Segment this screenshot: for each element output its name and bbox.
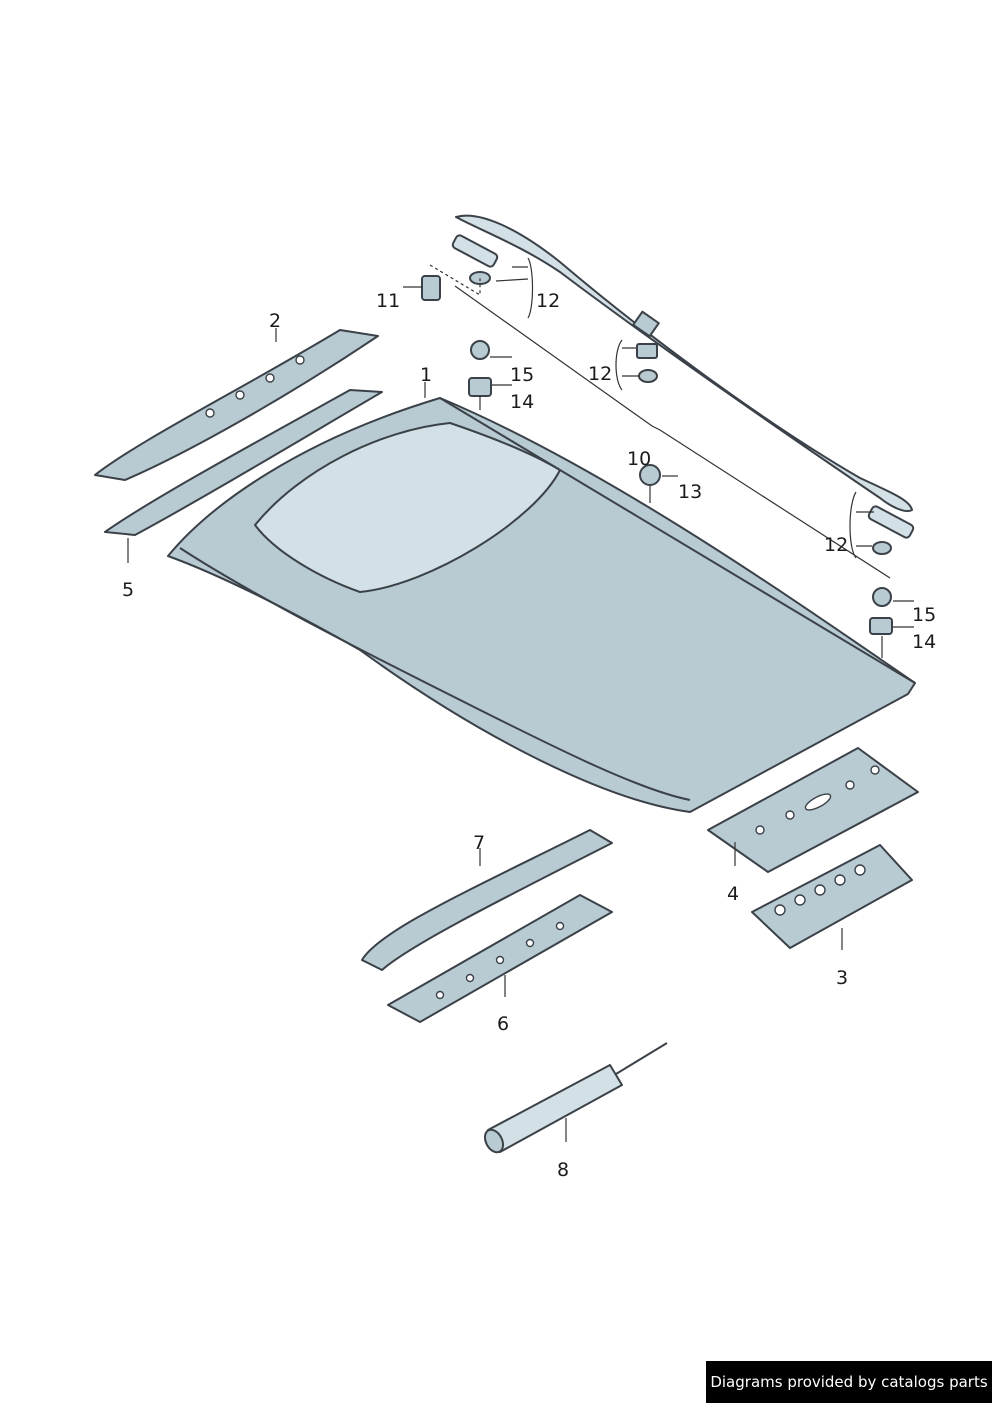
callout-11: 11 [376,290,400,312]
clip-11 [421,275,441,301]
callout-3: 3 [836,967,848,989]
callout-15-right: 15 [912,604,936,626]
leader-lines [127,257,914,1142]
callout-13: 13 [678,481,702,503]
callout-12-middle: 12 [588,363,612,385]
clip-15-top [470,340,490,360]
grommet-14-top [468,377,492,397]
sealant-cartridge-8 [483,1042,668,1154]
pads-12 [451,234,915,555]
callout-labels: 1 2 3 4 5 6 7 8 10 11 12 12 12 13 14 14 … [122,290,936,1181]
callout-12-top: 12 [536,290,560,312]
callout-10: 10 [627,448,651,470]
callout-14-right: 14 [912,631,936,653]
roof-rail [455,214,913,512]
callout-12-right: 12 [824,534,848,556]
credit-banner: Diagrams provided by catalogs parts [706,1361,992,1403]
clip-15-right [872,587,892,607]
callout-4: 4 [727,883,739,905]
callout-8: 8 [557,1159,569,1181]
cross-member-6 [387,894,613,1023]
roof-reinforcement-5 [104,389,383,536]
cross-member-7 [361,829,613,971]
callout-2: 2 [269,310,281,332]
callout-1: 1 [420,364,432,386]
callout-14-top: 14 [510,391,534,413]
roof-panel [167,397,916,813]
callout-15-top: 15 [510,364,534,386]
roof-reinforcement-2 [94,329,379,481]
callout-5: 5 [122,579,134,601]
callout-6: 6 [497,1013,509,1035]
grommet-14-right [869,617,893,635]
callout-7: 7 [473,832,485,854]
cross-member-4 [707,747,919,873]
cross-member-3 [751,844,913,949]
